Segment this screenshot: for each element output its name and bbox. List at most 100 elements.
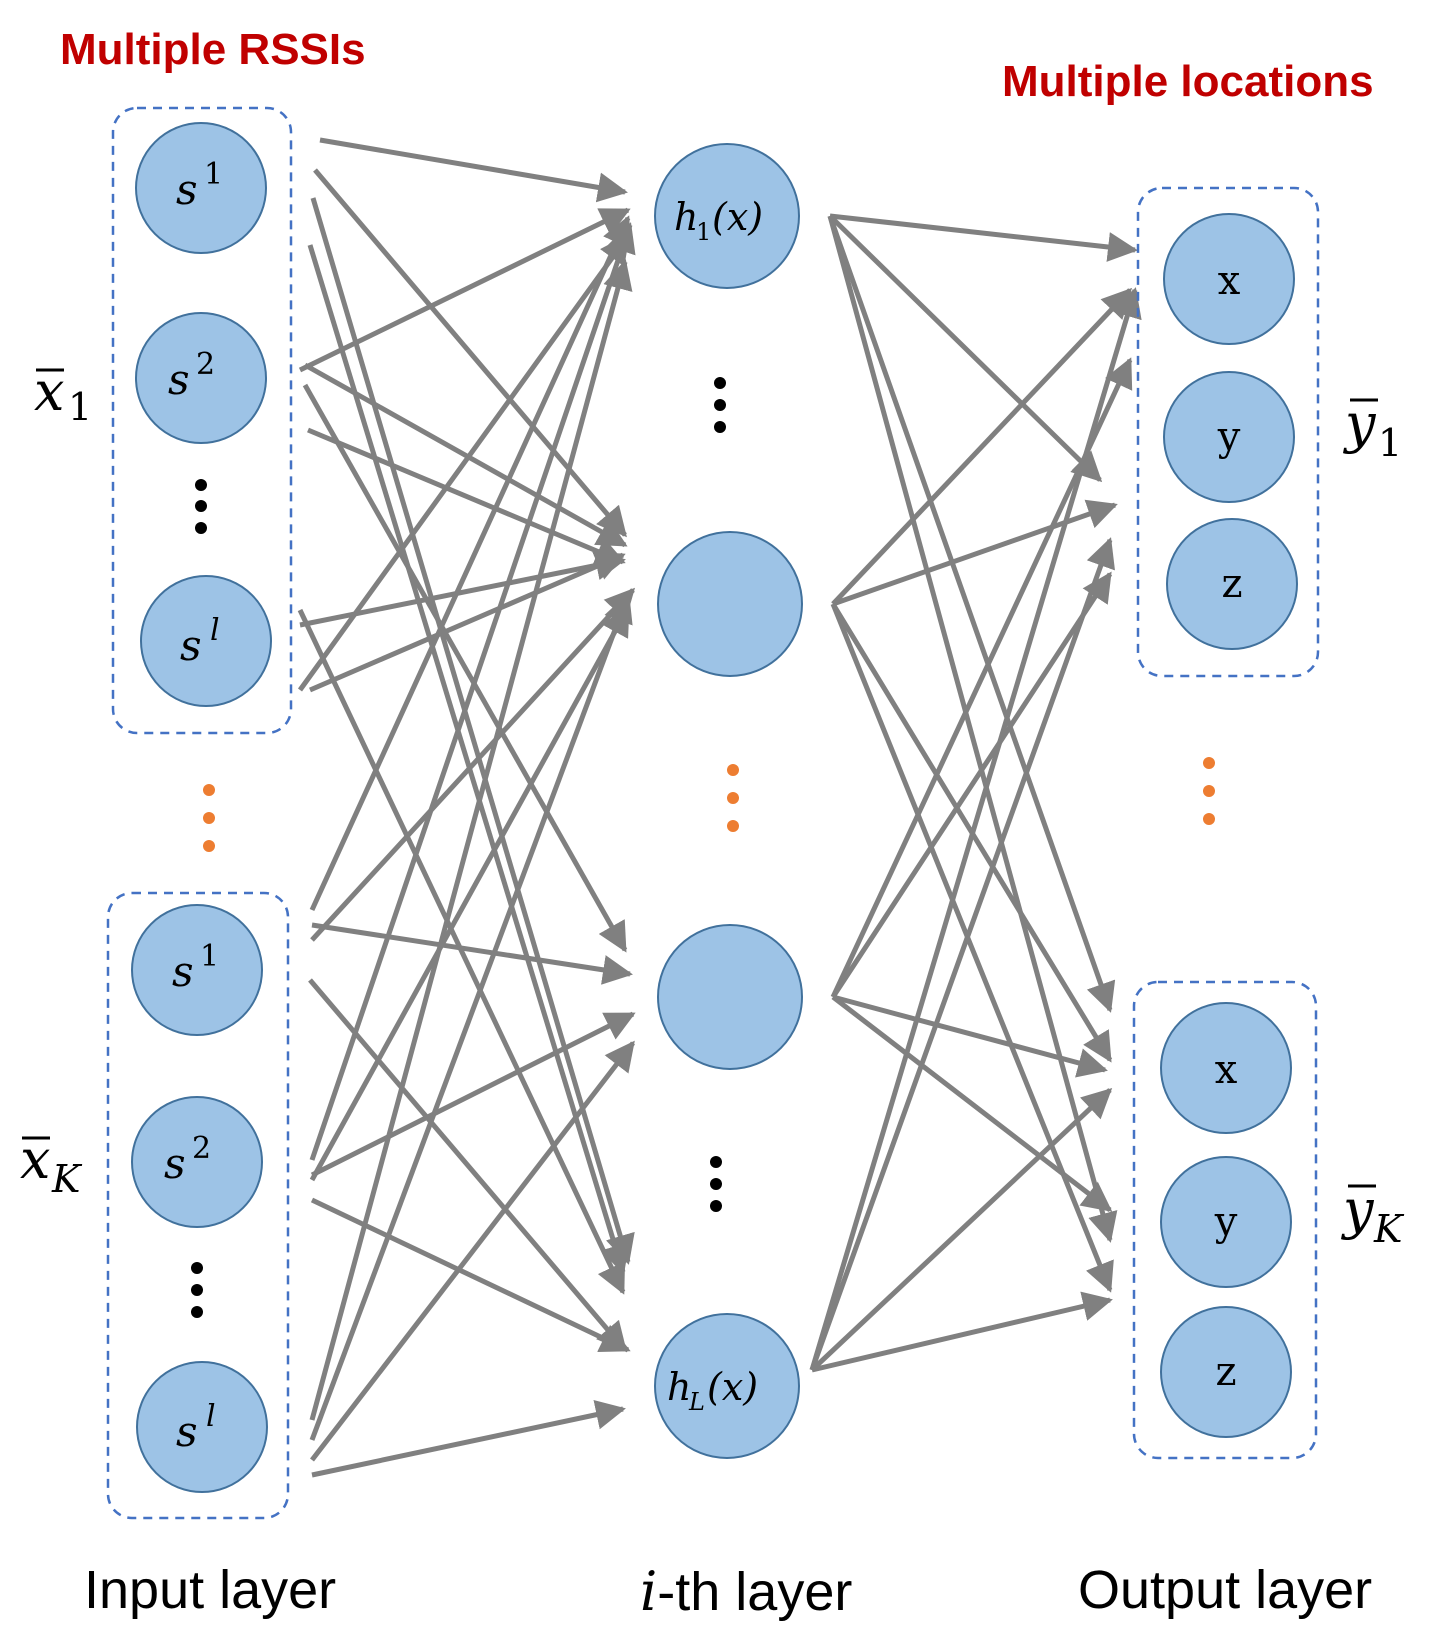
- connection-arrow: [309, 551, 626, 693]
- group-label-sub: 1: [68, 385, 92, 429]
- node-label-base: s: [168, 355, 190, 404]
- output-label-z: z: [1221, 561, 1242, 607]
- output-group-box-K: [1132, 980, 1318, 1460]
- connection-arrow: [309, 215, 631, 912]
- group-ellipsis-output: [1203, 757, 1215, 825]
- connection-arrow: [309, 605, 631, 1182]
- connection-arrow: [827, 215, 1118, 1243]
- layer-label-hidden-index: i: [640, 1560, 657, 1623]
- connection-arrow: [832, 994, 1108, 1078]
- group-label-base: y: [1343, 392, 1377, 455]
- node-label-base: s: [176, 165, 198, 214]
- heading-multiple-locations: Multiple locations: [1002, 57, 1374, 106]
- output-label-x: x: [1218, 258, 1241, 304]
- node-label-base: s: [164, 1139, 186, 1188]
- vertical-ellipsis-hidden-top: [714, 377, 726, 433]
- input-node-s1-group1: s 1: [135, 122, 267, 254]
- connection-arrow: [830, 571, 1113, 999]
- node-label-base: s: [176, 1407, 198, 1456]
- layer-label-hidden-text: -th layer: [657, 1562, 852, 1622]
- group-ellipsis-hidden: [727, 764, 739, 832]
- hidden-label-base: h: [674, 195, 698, 239]
- connection-arrow: [310, 1040, 635, 1462]
- node-label-sup: 2: [196, 347, 215, 382]
- connection-arrow: [809, 287, 1142, 1371]
- layer-label-input: Input layer: [84, 1560, 336, 1620]
- group-label-y1: y 1: [1343, 392, 1402, 465]
- connection-arrow: [298, 207, 631, 373]
- output-node-y-groupK: y: [1160, 1156, 1292, 1288]
- connection-arrow: [310, 197, 635, 1265]
- input-node-s2-group1: s 2: [135, 312, 267, 444]
- hidden-node-h1: h 1 (x): [654, 143, 800, 289]
- node-label-sup: 1: [204, 157, 223, 192]
- connection-arrow: [303, 362, 628, 548]
- connection-arrow: [310, 1197, 631, 1353]
- connection-arrow: [307, 427, 626, 566]
- layer-label-output: Output layer: [1078, 1560, 1372, 1620]
- output-node-x-group1: x: [1163, 213, 1295, 345]
- connection-arrow: [830, 603, 1114, 1293]
- connection-arrow: [297, 233, 631, 692]
- group-label-sub: K: [51, 1157, 83, 1201]
- vertical-ellipsis-input-K: [191, 1262, 203, 1318]
- connection-arrow: [313, 168, 627, 538]
- output-label-z: z: [1215, 1349, 1236, 1395]
- input-node-sl-groupK: s l: [136, 1361, 268, 1493]
- connection-arrow: [309, 222, 636, 1161]
- group-label-sub: K: [1373, 1207, 1405, 1251]
- input-node-sl-group1: s l: [140, 575, 272, 707]
- hidden-label-arg: (x): [707, 1365, 758, 1409]
- connection-edges: [297, 137, 1142, 1478]
- connection-arrow: [831, 995, 1113, 1212]
- hidden-label-arg: (x): [712, 195, 763, 239]
- node-label-base: s: [172, 947, 194, 996]
- input-node-s1-groupK: s 1: [131, 904, 263, 1036]
- input-node-s2-groupK: s 2: [131, 1096, 263, 1228]
- output-label-x: x: [1215, 1047, 1238, 1093]
- vertical-ellipsis-input-1: [195, 479, 207, 534]
- group-label-sub: 1: [1378, 421, 1402, 465]
- connection-arrow: [299, 550, 626, 628]
- input-group-box-1: [111, 106, 293, 735]
- output-label-y: y: [1214, 1199, 1238, 1245]
- output-group-box-1: [1136, 186, 1320, 678]
- connection-arrow: [309, 592, 633, 1441]
- connection-arrow: [319, 137, 628, 203]
- group-label-xK: x K: [20, 1128, 83, 1201]
- node-label-sup: 2: [192, 1131, 211, 1166]
- connection-arrow: [810, 1087, 1113, 1372]
- vertical-ellipsis-hidden-bottom: [710, 1156, 722, 1212]
- output-node-z-groupK: z: [1160, 1306, 1292, 1438]
- hidden-node-2: [657, 531, 803, 677]
- output-node-x-groupK: x: [1160, 1002, 1292, 1134]
- hidden-node-3: [657, 924, 803, 1070]
- group-label-x1: x 1: [34, 360, 92, 429]
- connection-arrow: [809, 537, 1115, 1371]
- node-label-sup: l: [206, 1399, 216, 1434]
- connection-arrow: [302, 383, 628, 953]
- layer-label-hidden: i-th layer: [640, 1560, 852, 1623]
- output-node-z-group1: z: [1166, 518, 1298, 650]
- connection-arrow: [310, 1011, 636, 1178]
- group-ellipsis-input: [203, 784, 215, 852]
- input-group-box-K: [106, 891, 290, 1520]
- group-label-yK: y K: [1341, 1178, 1405, 1251]
- connection-arrow: [827, 215, 1116, 1013]
- connection-arrow: [297, 608, 626, 1295]
- node-label-sup: 1: [200, 939, 219, 974]
- connection-arrow: [832, 499, 1118, 607]
- connection-arrow: [828, 214, 1103, 483]
- heading-multiple-rssis: Multiple RSSIs: [60, 25, 366, 74]
- connection-arrow: [307, 244, 630, 1275]
- connection-arrow: [310, 587, 636, 942]
- connection-arrow: [829, 213, 1138, 262]
- hidden-label-sub: L: [688, 1388, 705, 1416]
- node-label-sup: l: [210, 613, 220, 648]
- group-label-base: y: [1341, 1178, 1375, 1241]
- hidden-label-base: h: [667, 1365, 691, 1409]
- connection-arrow: [311, 922, 633, 985]
- connection-arrow: [311, 1399, 626, 1478]
- output-label-y: y: [1217, 414, 1241, 460]
